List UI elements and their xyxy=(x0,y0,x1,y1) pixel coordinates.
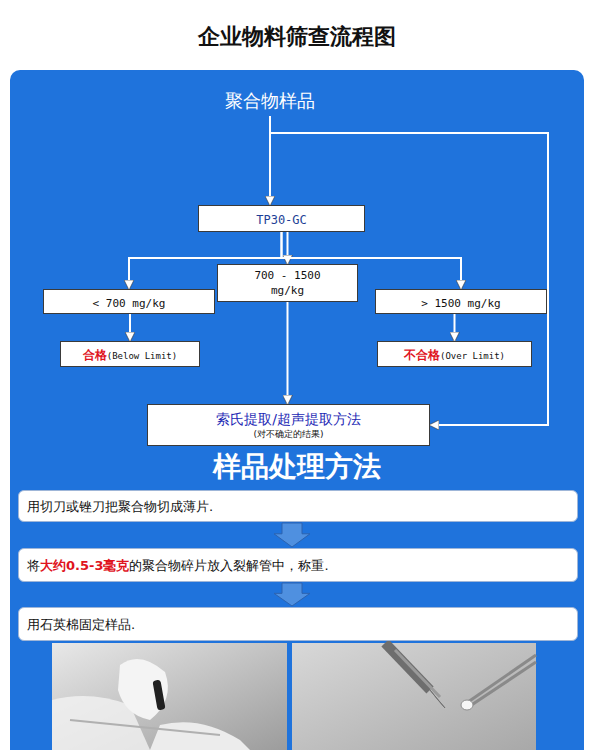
step-arrow xyxy=(274,583,310,606)
node-content: < 700 mg/kg xyxy=(93,292,166,311)
node-text: < 700 mg/kg xyxy=(93,297,166,310)
node-text: 用石英棉固定样品. xyxy=(27,617,135,632)
method-box: 索氏提取/超声提取方法(对不确定的结果) xyxy=(147,404,430,446)
node-text: (对不确定的结果) xyxy=(216,428,361,440)
photo-right xyxy=(292,643,536,750)
result-box: 合格(Below Limit) xyxy=(60,341,200,367)
flow-connector xyxy=(287,302,289,404)
range-box: < 700 mg/kg xyxy=(43,289,215,314)
node-text: > 1500 mg/kg xyxy=(421,297,500,310)
flow-connector xyxy=(129,314,131,341)
node-content: 700 - 1500 mg/kg xyxy=(238,268,338,298)
node-content: 用石英棉固定样品. xyxy=(27,614,135,634)
node-text: 索氏提取/超声提取方法 xyxy=(216,410,361,428)
node-text: (Over Limit) xyxy=(440,351,505,361)
process-box: TP30-GC xyxy=(198,205,365,232)
node-content: > 1500 mg/kg xyxy=(421,292,500,311)
node-text: 将 xyxy=(27,558,40,573)
node-content: 将大约0.5-3毫克的聚合物碎片放入裂解管中，称重. xyxy=(27,555,329,575)
node-text: 大约0.5-3毫克 xyxy=(40,558,129,573)
node-text: 聚合物样品 xyxy=(225,90,315,111)
node-text: 合格 xyxy=(83,348,107,362)
node-text: 用切刀或锉刀把聚合物切成薄片. xyxy=(27,499,213,514)
node-text: 不合格 xyxy=(404,348,440,362)
node-content: 不合格(Over Limit) xyxy=(404,344,505,364)
step-box: 用石英棉固定样品. xyxy=(18,607,578,641)
result-box: 不合格(Over Limit) xyxy=(377,341,532,367)
range-box: 700 - 1500 mg/kg xyxy=(217,264,358,302)
node-content: 合格(Below Limit) xyxy=(83,344,177,364)
step-arrow xyxy=(274,523,310,547)
node-text: 的聚合物碎片放入裂解管中，称重. xyxy=(129,558,328,573)
section-heading: 样品处理方法 xyxy=(0,449,593,485)
flow-connector xyxy=(287,232,289,264)
node-content: 用切刀或锉刀把聚合物切成薄片. xyxy=(27,496,213,516)
diagram-title: 企业物料筛查流程图 xyxy=(0,22,593,52)
sample-label: 聚合物样品 xyxy=(205,86,335,116)
blue-panel xyxy=(10,70,584,750)
node-content: TP30-GC xyxy=(256,209,307,228)
node-text: TP30-GC xyxy=(256,213,307,227)
node-content: 索氏提取/超声提取方法(对不确定的结果) xyxy=(216,410,361,440)
step-box: 将大约0.5-3毫克的聚合物碎片放入裂解管中，称重. xyxy=(18,548,578,582)
node-text: (Below Limit) xyxy=(107,351,177,361)
flow-connector xyxy=(454,314,456,341)
node-text: 700 - 1500 mg/kg xyxy=(238,268,338,298)
node-content: 聚合物样品 xyxy=(225,89,315,113)
step-box: 用切刀或锉刀把聚合物切成薄片. xyxy=(18,490,578,522)
range-box: > 1500 mg/kg xyxy=(375,289,547,314)
photo-left xyxy=(52,643,287,750)
